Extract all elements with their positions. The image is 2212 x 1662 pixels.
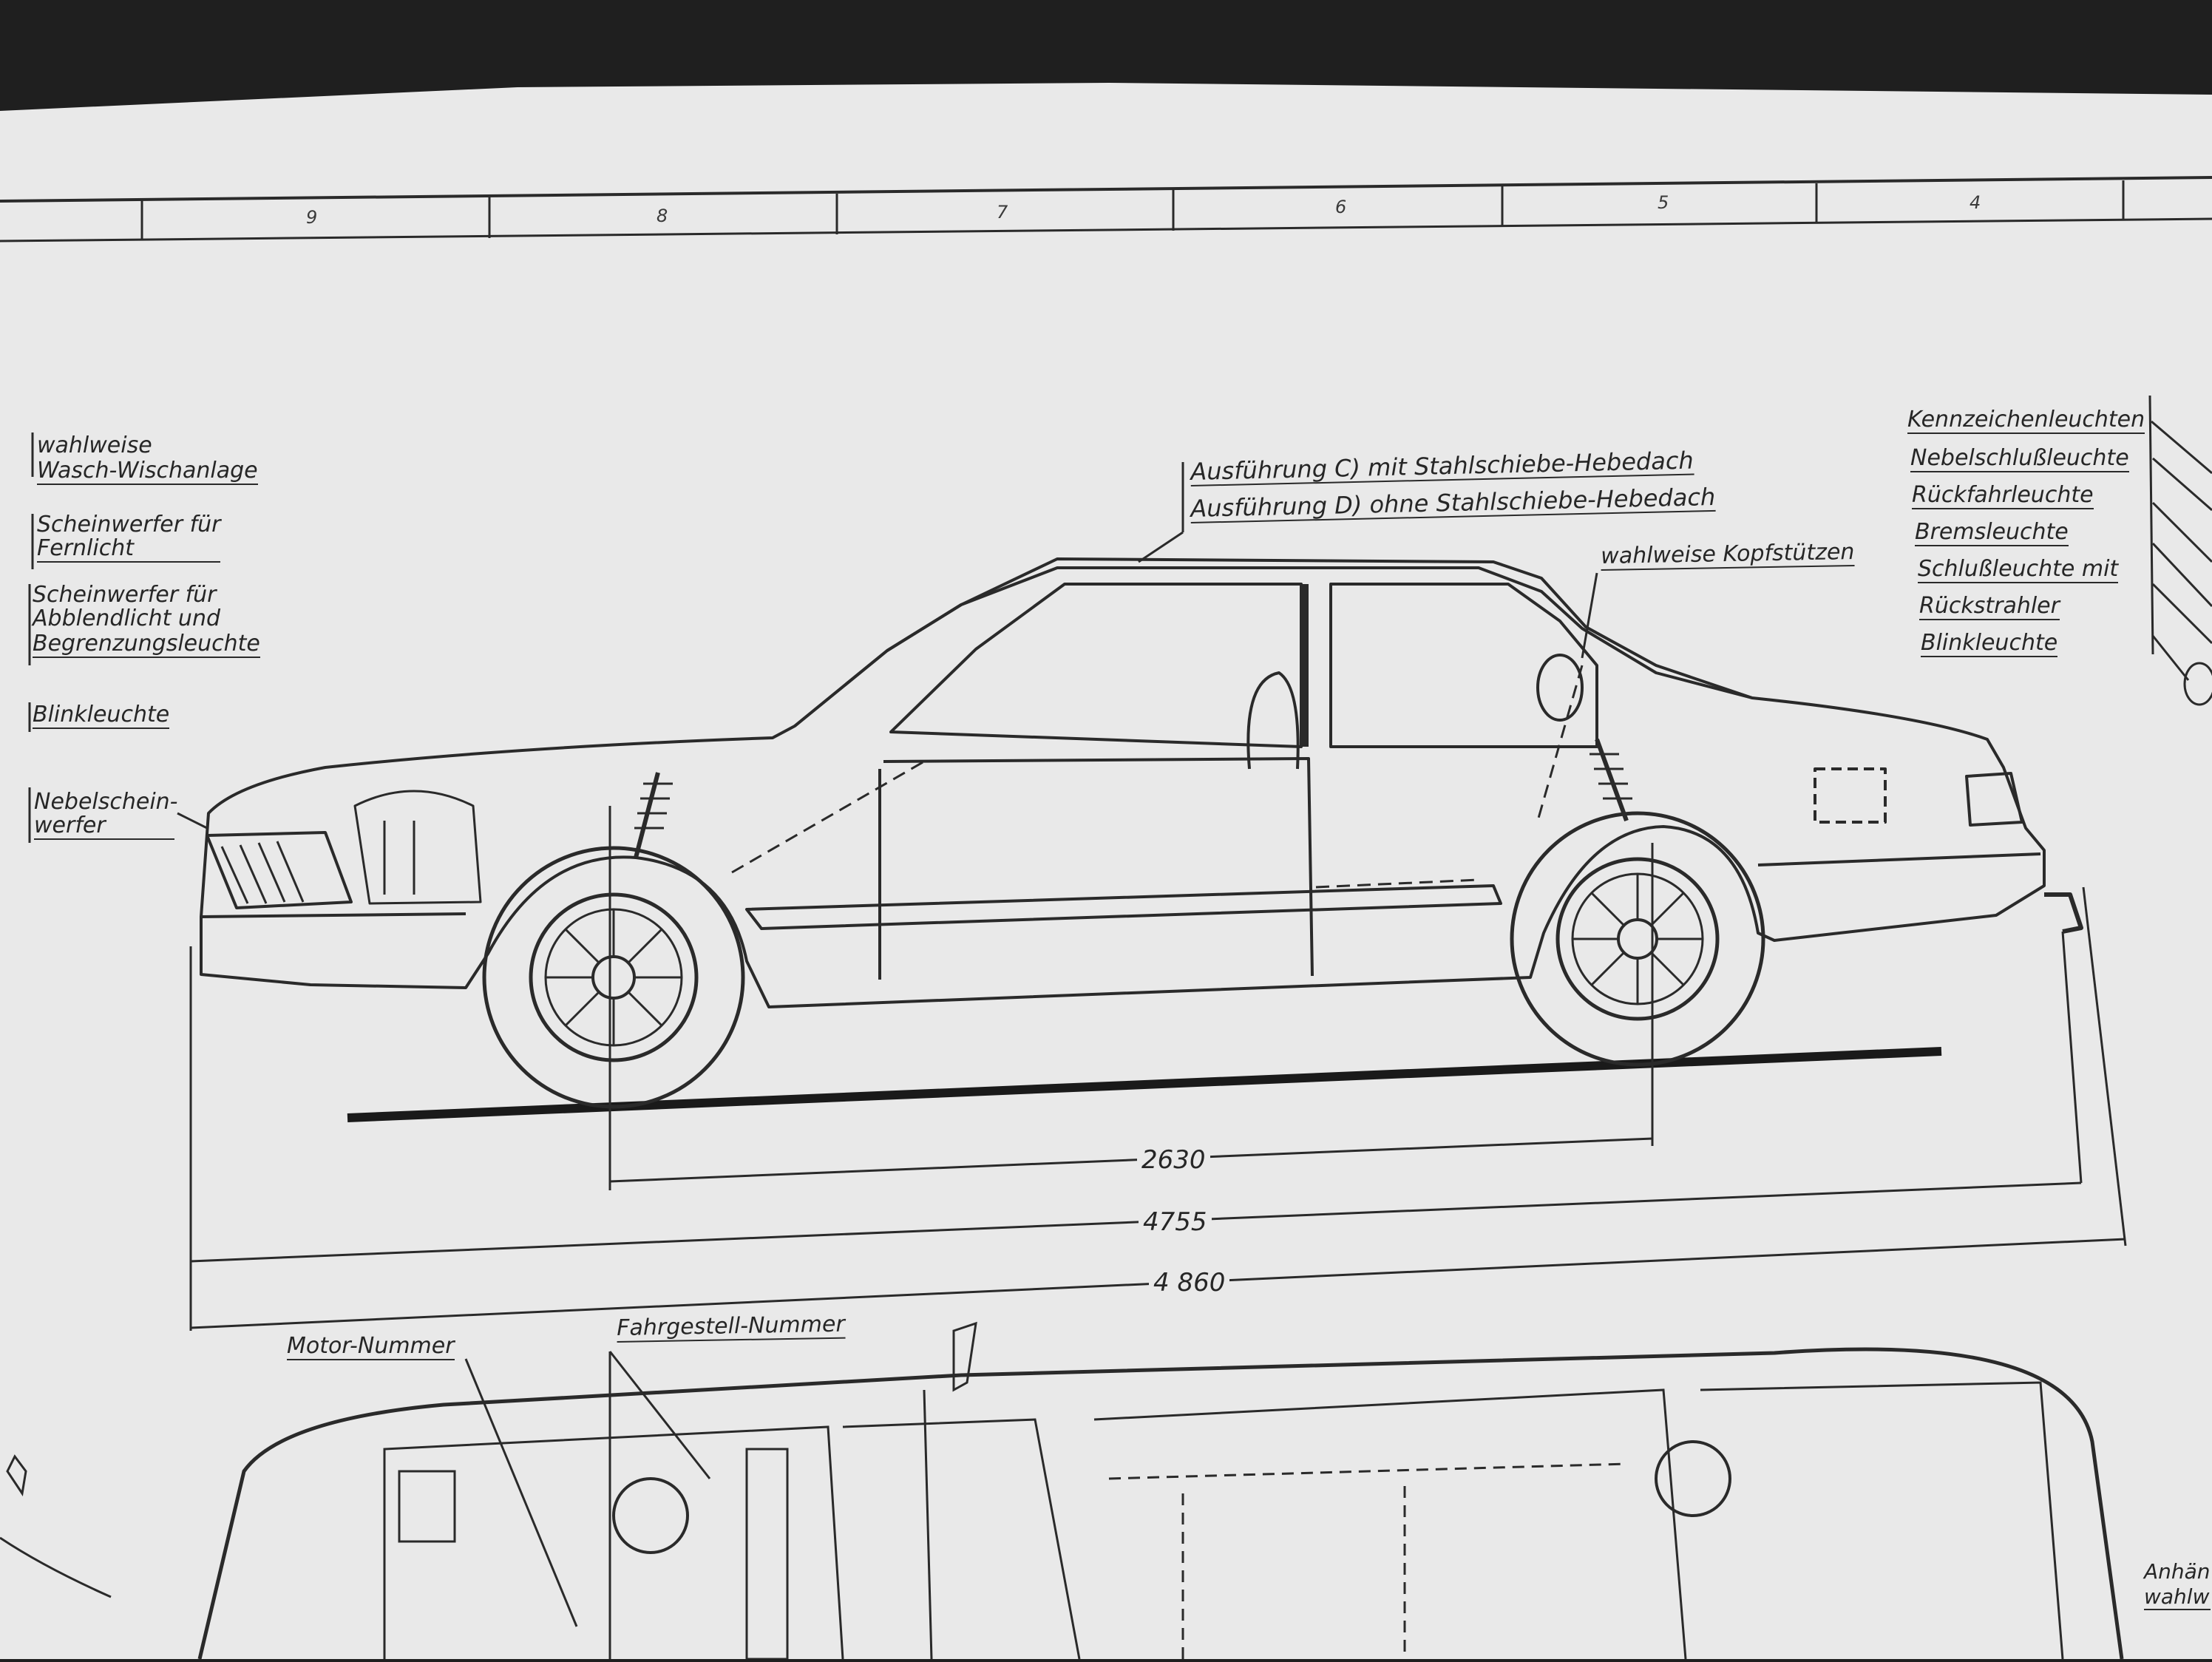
grid-number-6: 6 [1335, 197, 1347, 217]
car-body-outline [200, 557, 2046, 1008]
grid-number-9: 9 [306, 207, 318, 228]
label-kopfstuetzen: wahlweise Kopfstützen [1600, 539, 1855, 571]
dimension-wheelbase: 2630 [1137, 1147, 1210, 1173]
paper-sheet [0, 83, 2212, 1659]
front-wheel [482, 846, 745, 1109]
label-motor-nummer: Motor-Nummer [287, 1333, 455, 1360]
label-wasch-line2: Wasch-Wischanlage [37, 458, 258, 485]
rear-light [1965, 772, 2023, 827]
label-scheinwerfer-abblendlicht: Scheinwerfer für Abblendlicht und Begren… [33, 584, 260, 658]
top-view-outline [197, 1347, 2124, 1660]
label-nebel-line1: Nebelschein- [34, 789, 178, 815]
label-blinkleuchte-front: Blinkleuchte [33, 702, 170, 729]
grid-number-4: 4 [1970, 192, 1981, 213]
label-nebelschlussleuchte: Nebelschlußleuchte [1910, 445, 2129, 472]
label-anhaenger: Anhän wahlw [2144, 1561, 2211, 1610]
label-scheinwerfer-fernlicht: Scheinwerfer für Fernlicht [37, 512, 221, 563]
label-abblend-line2: Abblendlicht und [33, 606, 221, 631]
label-fern-line1: Scheinwerfer für [37, 512, 221, 537]
front-light [206, 831, 353, 909]
label-wasch-wischanlage: wahlweise Wasch-Wischanlage [37, 435, 258, 485]
dimension-total-length: 4 860 [1149, 1270, 1230, 1295]
label-schlussleuchte: Schlußleuchte mit [1918, 556, 2119, 583]
label-abblend-line3: Begrenzungsleuchte [33, 631, 260, 658]
label-blinkleuchte-rear: Blinkleuchte [1921, 630, 2058, 657]
grid-number-8: 8 [657, 206, 668, 226]
label-nebel-line2: werfer [34, 815, 174, 840]
label-abblend-line1: Scheinwerfer für [33, 582, 217, 608]
label-fern-line2: Fernlicht [37, 537, 221, 563]
label-rueckfahrleuchte: Rückfahrleuchte [1912, 482, 2094, 509]
roof-line [793, 566, 1753, 727]
label-rueckstrahler: Rückstrahler [1919, 593, 2060, 620]
label-fahrgestell-nummer: Fahrgestell-Nummer [616, 1311, 846, 1343]
label-wasch-line1: wahlweise [37, 433, 152, 458]
label-bremsleuchte: Bremsleuchte [1915, 519, 2069, 546]
rear-wheel [1510, 811, 1765, 1067]
dim-wheelbase-line [609, 1137, 1653, 1183]
label-trailer-line1: Anhän [2144, 1559, 2211, 1584]
grid-number-5: 5 [1658, 192, 1669, 213]
dimension-inner-length: 4755 [1139, 1210, 1212, 1235]
label-trailer-line2: wahlw [2144, 1584, 2211, 1610]
grid-number-7: 7 [997, 202, 1008, 223]
label-kennzeichenleuchten: Kennzeichenleuchten [1907, 407, 2145, 434]
dim-inner-line [190, 1181, 2082, 1263]
label-nebelscheinwerfer: Nebelschein- werfer [34, 791, 178, 840]
side-windows [889, 583, 1303, 748]
